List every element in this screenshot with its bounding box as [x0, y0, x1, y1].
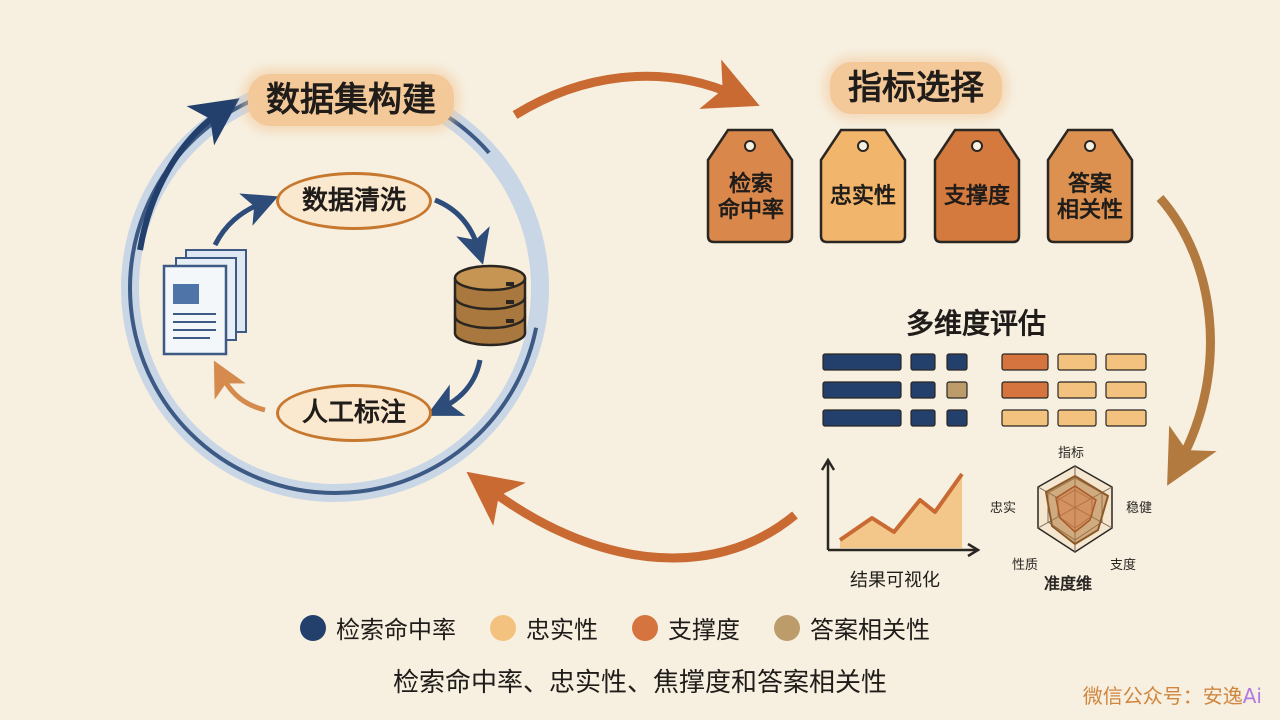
eval-bar — [1057, 409, 1097, 427]
metric-select-title: 指标选择 — [830, 62, 1002, 114]
multi-eval-title: 多维度评估 — [906, 307, 1047, 340]
legend-label: 支撑度 — [668, 616, 740, 644]
eval-bar — [1105, 353, 1147, 371]
legend-label: 忠实性 — [526, 616, 598, 644]
eval-bar — [910, 409, 936, 427]
watermark: 微信公众号：安逸Ai — [1083, 680, 1262, 709]
tag-label-relevance: 答案相关性 — [1056, 172, 1123, 223]
radar-label-left: 忠实 — [990, 501, 1017, 516]
radar-label-bottom-left: 性质 — [1012, 558, 1039, 573]
radar-chart — [1037, 465, 1113, 553]
arrow-to-metric-selection — [512, 59, 760, 119]
tag-label-retrieval: 检索命中率 — [717, 172, 784, 223]
eval-bar — [910, 353, 936, 371]
eval-bar — [946, 353, 968, 371]
eval-bar — [946, 381, 968, 399]
tag-label-faithfulness: 忠实性 — [829, 184, 896, 209]
documents-icon — [162, 249, 247, 356]
arrow-back-to-dataset — [466, 471, 798, 563]
eval-bar — [1105, 381, 1147, 399]
eval-bar — [910, 381, 936, 399]
evaluation-bars — [822, 353, 1147, 427]
legend: 检索命中率 忠实性 支撑度 答案相关性 — [300, 610, 930, 645]
eval-bar — [822, 353, 902, 371]
legend-dot-navy — [300, 614, 326, 641]
cleaning-node: 数据清洗 — [276, 172, 432, 230]
metric-tag — [819, 128, 907, 244]
eval-bar — [1001, 409, 1049, 427]
metric-tag — [933, 128, 1021, 244]
eval-bar — [1057, 353, 1097, 371]
eval-bar — [1105, 409, 1147, 427]
metric-tag — [1046, 128, 1134, 244]
radar-label-right: 稳健 — [1126, 501, 1153, 516]
legend-item-relevance: 答案相关性 — [774, 610, 930, 645]
legend-item-retrieval: 检索命中率 — [300, 610, 456, 645]
annotation-node: 人工标注 — [276, 384, 432, 442]
legend-dot-orange — [632, 614, 658, 641]
metric-tag — [706, 128, 794, 244]
eval-bar — [822, 409, 902, 427]
radar-label-bottom: 准度维 — [1044, 574, 1093, 593]
eval-bar — [946, 409, 968, 427]
legend-dot-light-orange — [490, 614, 516, 641]
eval-bar — [822, 381, 902, 399]
result-chart — [820, 457, 981, 558]
viz-label: 结果可视化 — [850, 570, 940, 591]
eval-bar — [1001, 381, 1049, 399]
metric-tags — [706, 128, 1134, 244]
radar-label-bottom-right: 支度 — [1110, 558, 1137, 573]
watermark-prefix: 微信公众号：安逸 — [1082, 684, 1243, 708]
watermark-suffix: Ai — [1242, 684, 1262, 708]
legend-dot-tan — [774, 614, 800, 641]
inner-arrow-to-database — [434, 197, 490, 265]
arrow-to-evaluation — [1156, 195, 1217, 486]
legend-item-support: 支撑度 — [632, 610, 740, 645]
legend-label: 检索命中率 — [336, 616, 456, 644]
inner-arrow-to-cleaning — [212, 193, 279, 247]
eval-bar — [1001, 353, 1049, 371]
database-icon — [453, 264, 527, 347]
caption: 检索命中率、忠实性、焦撑度和答案相关性 — [392, 668, 887, 698]
tag-label-support: 支撑度 — [943, 184, 1010, 209]
legend-label: 答案相关性 — [810, 616, 930, 644]
inner-arrow-to-documents — [213, 360, 266, 413]
legend-item-faithfulness: 忠实性 — [490, 610, 598, 645]
dataset-build-title: 数据集构建 — [248, 74, 454, 126]
ring-arrow — [137, 98, 240, 251]
eval-bar — [1057, 381, 1097, 399]
inner-arrow-to-annotation — [426, 359, 483, 416]
radar-label-top: 指标 — [1058, 446, 1085, 461]
